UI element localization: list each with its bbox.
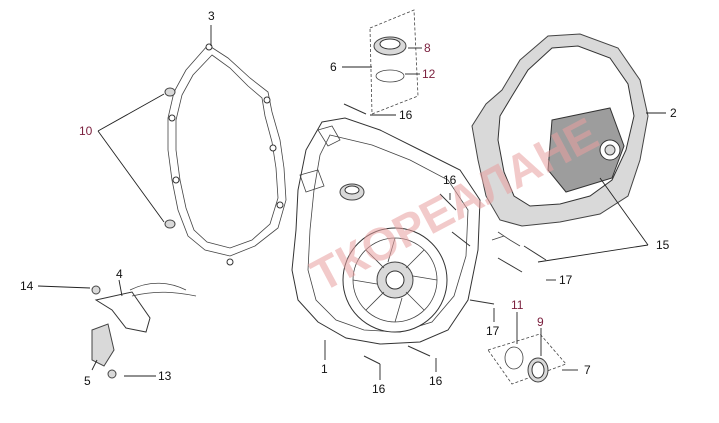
callout-17-right: 17 [559, 273, 573, 287]
bolts-group [343, 103, 547, 365]
dowel-pins-part-10 [164, 87, 176, 229]
callout-labels: 3 2 1 4 5 6 7 8 9 10 11 12 13 14 15 16 1… [20, 9, 677, 396]
crankcase-cover-part-1 [291, 117, 481, 345]
callout-9: 9 [537, 315, 544, 329]
callout-12: 12 [422, 67, 436, 81]
sensor-bracket-part-4-5 [91, 282, 197, 379]
callout-3: 3 [208, 9, 215, 23]
gasket-part-3 [167, 43, 287, 266]
callout-1: 1 [321, 362, 328, 376]
callout-7: 7 [584, 363, 591, 377]
plug-and-o-ring-group [487, 333, 567, 385]
callout-16-bottom-right: 16 [429, 374, 443, 388]
callout-17-bottom: 17 [486, 324, 500, 338]
callout-10: 10 [79, 124, 93, 138]
callout-16-bottom-left: 16 [372, 382, 386, 396]
callout-5: 5 [84, 374, 91, 388]
oil-filler-cap-group [369, 9, 419, 115]
callout-2: 2 [670, 106, 677, 120]
callout-6: 6 [330, 60, 337, 74]
callout-4: 4 [116, 267, 123, 281]
callout-16-top: 16 [399, 108, 413, 122]
callout-8: 8 [424, 41, 431, 55]
callout-14: 14 [20, 279, 34, 293]
callout-15: 15 [656, 238, 670, 252]
leader-lines [37, 25, 666, 380]
callout-11: 11 [511, 298, 524, 312]
callout-16-right: 16 [443, 173, 457, 187]
callout-13: 13 [158, 369, 172, 383]
side-cover-part-2 [471, 33, 649, 247]
